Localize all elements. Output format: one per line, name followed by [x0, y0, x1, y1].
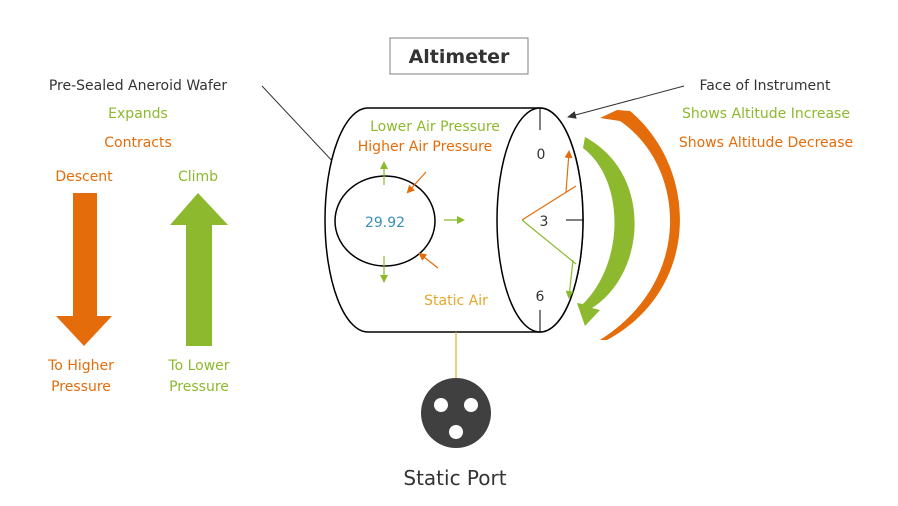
face-of-instrument-label: Face of Instrument — [699, 78, 831, 94]
contracts-label: Contracts — [104, 135, 172, 151]
dial-tick-0: 0 — [537, 147, 546, 163]
needle-orange — [521, 185, 577, 221]
climb-arrow — [170, 193, 228, 346]
higher-air-pressure-label: Higher Air Pressure — [358, 139, 492, 155]
static-port-icon — [421, 378, 491, 448]
climb-label: Climb — [178, 169, 218, 185]
to-higher-pressure-line2: Pressure — [51, 379, 111, 395]
to-higher-pressure-line1: To Higher — [47, 358, 114, 374]
shows-altitude-decrease-label: Shows Altitude Decrease — [679, 135, 853, 151]
contract-arrow-top — [406, 171, 427, 194]
dial-tick-6: 6 — [536, 289, 545, 305]
dial-tick-3: 3 — [540, 214, 549, 230]
title-box — [389, 37, 529, 75]
page-title: Altimeter — [409, 46, 510, 68]
static-port-hole-3 — [449, 425, 463, 439]
to-lower-pressure-line2: Pressure — [169, 379, 229, 395]
altitude-decrease-curved-arrow — [600, 110, 680, 340]
shows-altitude-increase-label: Shows Altitude Increase — [682, 106, 850, 122]
needle-green-arrow — [565, 259, 574, 299]
to-lower-pressure-line1: To Lower — [167, 358, 229, 374]
static-port-label: Static Port — [403, 466, 506, 490]
static-port-hole-2 — [464, 398, 478, 412]
static-air-label: Static Air — [424, 293, 488, 309]
lower-air-pressure-label: Lower Air Pressure — [370, 119, 500, 135]
altitude-increase-curved-arrow — [577, 137, 635, 326]
static-port-hole-1 — [434, 398, 448, 412]
descent-arrow — [56, 193, 112, 346]
pressure-setting: 29.92 — [365, 215, 405, 231]
face-pointer-line — [567, 85, 685, 119]
descent-label: Descent — [55, 169, 113, 185]
aneroid-wafer — [334, 175, 436, 267]
needle-orange-arrow — [564, 150, 573, 193]
needle-green — [521, 219, 577, 265]
wafer-label: Pre-Sealed Aneroid Wafer — [49, 78, 228, 94]
contract-arrow-bottom — [418, 252, 439, 269]
expands-label: Expands — [108, 106, 168, 122]
